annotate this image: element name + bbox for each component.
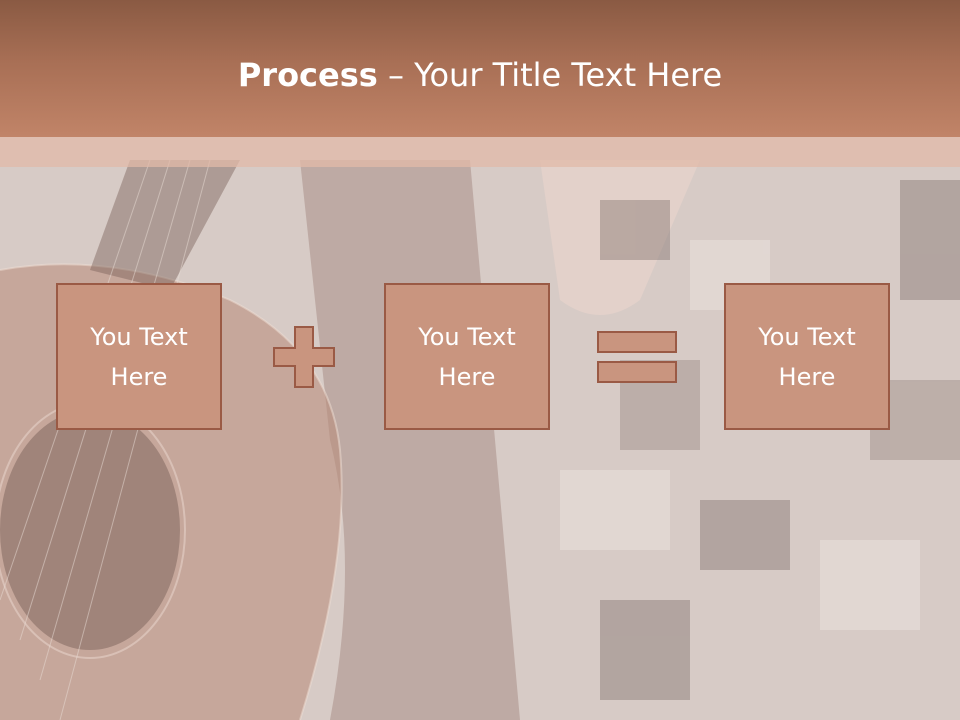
process-box-1-label: You Text Here (90, 322, 188, 391)
title-bar (0, 0, 960, 137)
title-accent-strip (0, 137, 960, 167)
process-box-3[interactable]: You Text Here (724, 283, 890, 430)
process-box-2[interactable]: You Text Here (384, 283, 550, 430)
process-box-3-label: You Text Here (758, 322, 856, 391)
plus-icon (273, 326, 335, 388)
title-separator: – (377, 56, 415, 94)
process-box-1[interactable]: You Text Here (56, 283, 222, 430)
process-box-2-label: You Text Here (418, 322, 516, 391)
equals-icon (597, 331, 677, 383)
title-rest: Your Title Text Here (414, 56, 723, 94)
slide-title: Process – Your Title Text Here (0, 54, 960, 96)
title-bold: Process (237, 56, 378, 94)
